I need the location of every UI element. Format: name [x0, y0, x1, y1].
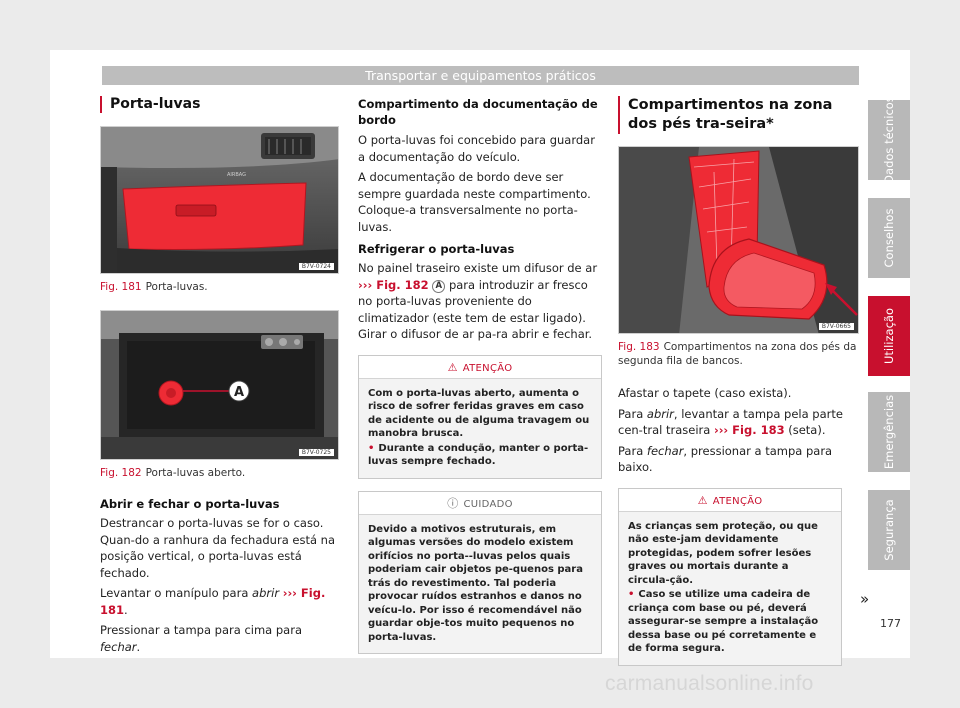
caution-body: Devido a motivos estruturais, em algumas… [368, 523, 583, 643]
tab-conselhos[interactable]: Conselhos [868, 198, 910, 278]
airbag-label: AIRBAG [227, 172, 246, 178]
tab-emergencias[interactable]: Emergências [868, 392, 910, 472]
marker-badge: A [432, 279, 446, 293]
info-circle-icon: ⓘ [447, 496, 459, 510]
running-header: Transportar e equipamentos práticos [102, 66, 859, 85]
figure-code: B7V-0665 [818, 323, 854, 330]
warning-triangle-icon: ⚠ [697, 493, 708, 507]
figure-183: B7V-0665 [618, 146, 859, 334]
figure-number: Fig. 183 [618, 341, 660, 353]
subheading-documents: Compartimento da documentação de bordo [358, 97, 598, 127]
figure-code: B7V-0724 [298, 263, 334, 270]
paragraph-cooling: No painel traseiro existe um difusor de … [358, 261, 598, 341]
figure-number: Fig. 182 [100, 466, 142, 479]
warning-body: As crianças sem proteção, ou que não est… [628, 520, 819, 655]
paragraph-docs-1: O porta-luvas foi concebido para guardar… [358, 133, 595, 164]
caption-text: Porta-luvas. [145, 281, 208, 293]
glovebox-closed-illustration: AIRBAG [101, 127, 338, 273]
figure-link[interactable]: ››› Fig. 181 [100, 586, 326, 617]
warning-box-glovebox: ⚠ATENÇÃO Com o porta-luvas aberto, aumen… [358, 354, 602, 479]
paragraph-open: Levantar o manípulo para abrir ››› Fig. … [100, 586, 326, 617]
paragraph-close-lid: Para fechar, pressionar a tampa para bai… [618, 443, 833, 475]
continue-arrow-icon: » [860, 590, 870, 608]
bullet-icon: • [368, 442, 375, 454]
figure-182: A B7V-0725 [100, 309, 339, 460]
subheading-cooling: Refrigerar o porta-luvas [358, 242, 515, 256]
column-glovebox: Porta-luvas AIRBAG B7V-0724 [100, 96, 339, 655]
warning-triangle-icon: ⚠ [447, 360, 458, 374]
caption-text: Porta-luvas aberto. [145, 466, 246, 479]
figure-link[interactable]: ››› Fig. 183 [713, 423, 785, 437]
warning-header: ⚠ATENÇÃO [619, 488, 841, 512]
column-footwell: Compartimentos na zona dos pés tra-seira… [618, 96, 861, 666]
tab-dados-tecnicos[interactable]: Dados técnicos [868, 96, 910, 184]
tab-seguranca[interactable]: Segurança [868, 490, 910, 570]
paragraph-unlock: Destrancar o porta-luvas se for o caso. … [100, 516, 336, 580]
watermark: carmanualsonline.info [605, 672, 814, 695]
figure-link[interactable]: ››› Fig. 182 [358, 277, 429, 292]
paragraph-open-lid: Para abrir, levantar a tampa pela parte … [618, 406, 843, 438]
caption-text: Compartimentos na zona dos pés da segund… [618, 341, 857, 367]
paragraph-docs-2: A documentação de bordo deve ser sempre … [358, 170, 591, 234]
section-title-porta-luvas: Porta-luvas [100, 96, 339, 113]
subheading-open-close: Abrir e fechar o porta-luvas [100, 497, 280, 511]
paragraph-close: Pressionar a tampa para cima para fechar… [100, 623, 303, 654]
figure-number: Fig. 181 [100, 281, 142, 293]
paragraph-remove-mat: Afastar o tapete (caso exista). [618, 386, 792, 400]
figure-181: AIRBAG B7V-0724 [100, 126, 339, 274]
column-documents: Compartimento da documentação de bordo O… [358, 96, 602, 654]
glovebox-open-illustration: A [101, 310, 338, 459]
warning-header: ⚠ATENÇÃO [359, 355, 601, 379]
section-title-footwell: Compartimentos na zona dos pés tra-seira… [618, 96, 861, 134]
footwell-compartment-illustration [619, 147, 858, 333]
figure-marker-a: A [234, 385, 244, 400]
tab-utilizacao[interactable]: Utilização [868, 296, 910, 376]
warning-box-children: ⚠ATENÇÃO As crianças sem proteção, ou qu… [618, 487, 842, 666]
bullet-icon: • [628, 589, 635, 600]
figure-code: B7V-0725 [298, 448, 334, 456]
warning-body: Com o porta-luvas aberto, aumenta o risc… [368, 387, 590, 468]
page-number: 177 [880, 617, 901, 630]
